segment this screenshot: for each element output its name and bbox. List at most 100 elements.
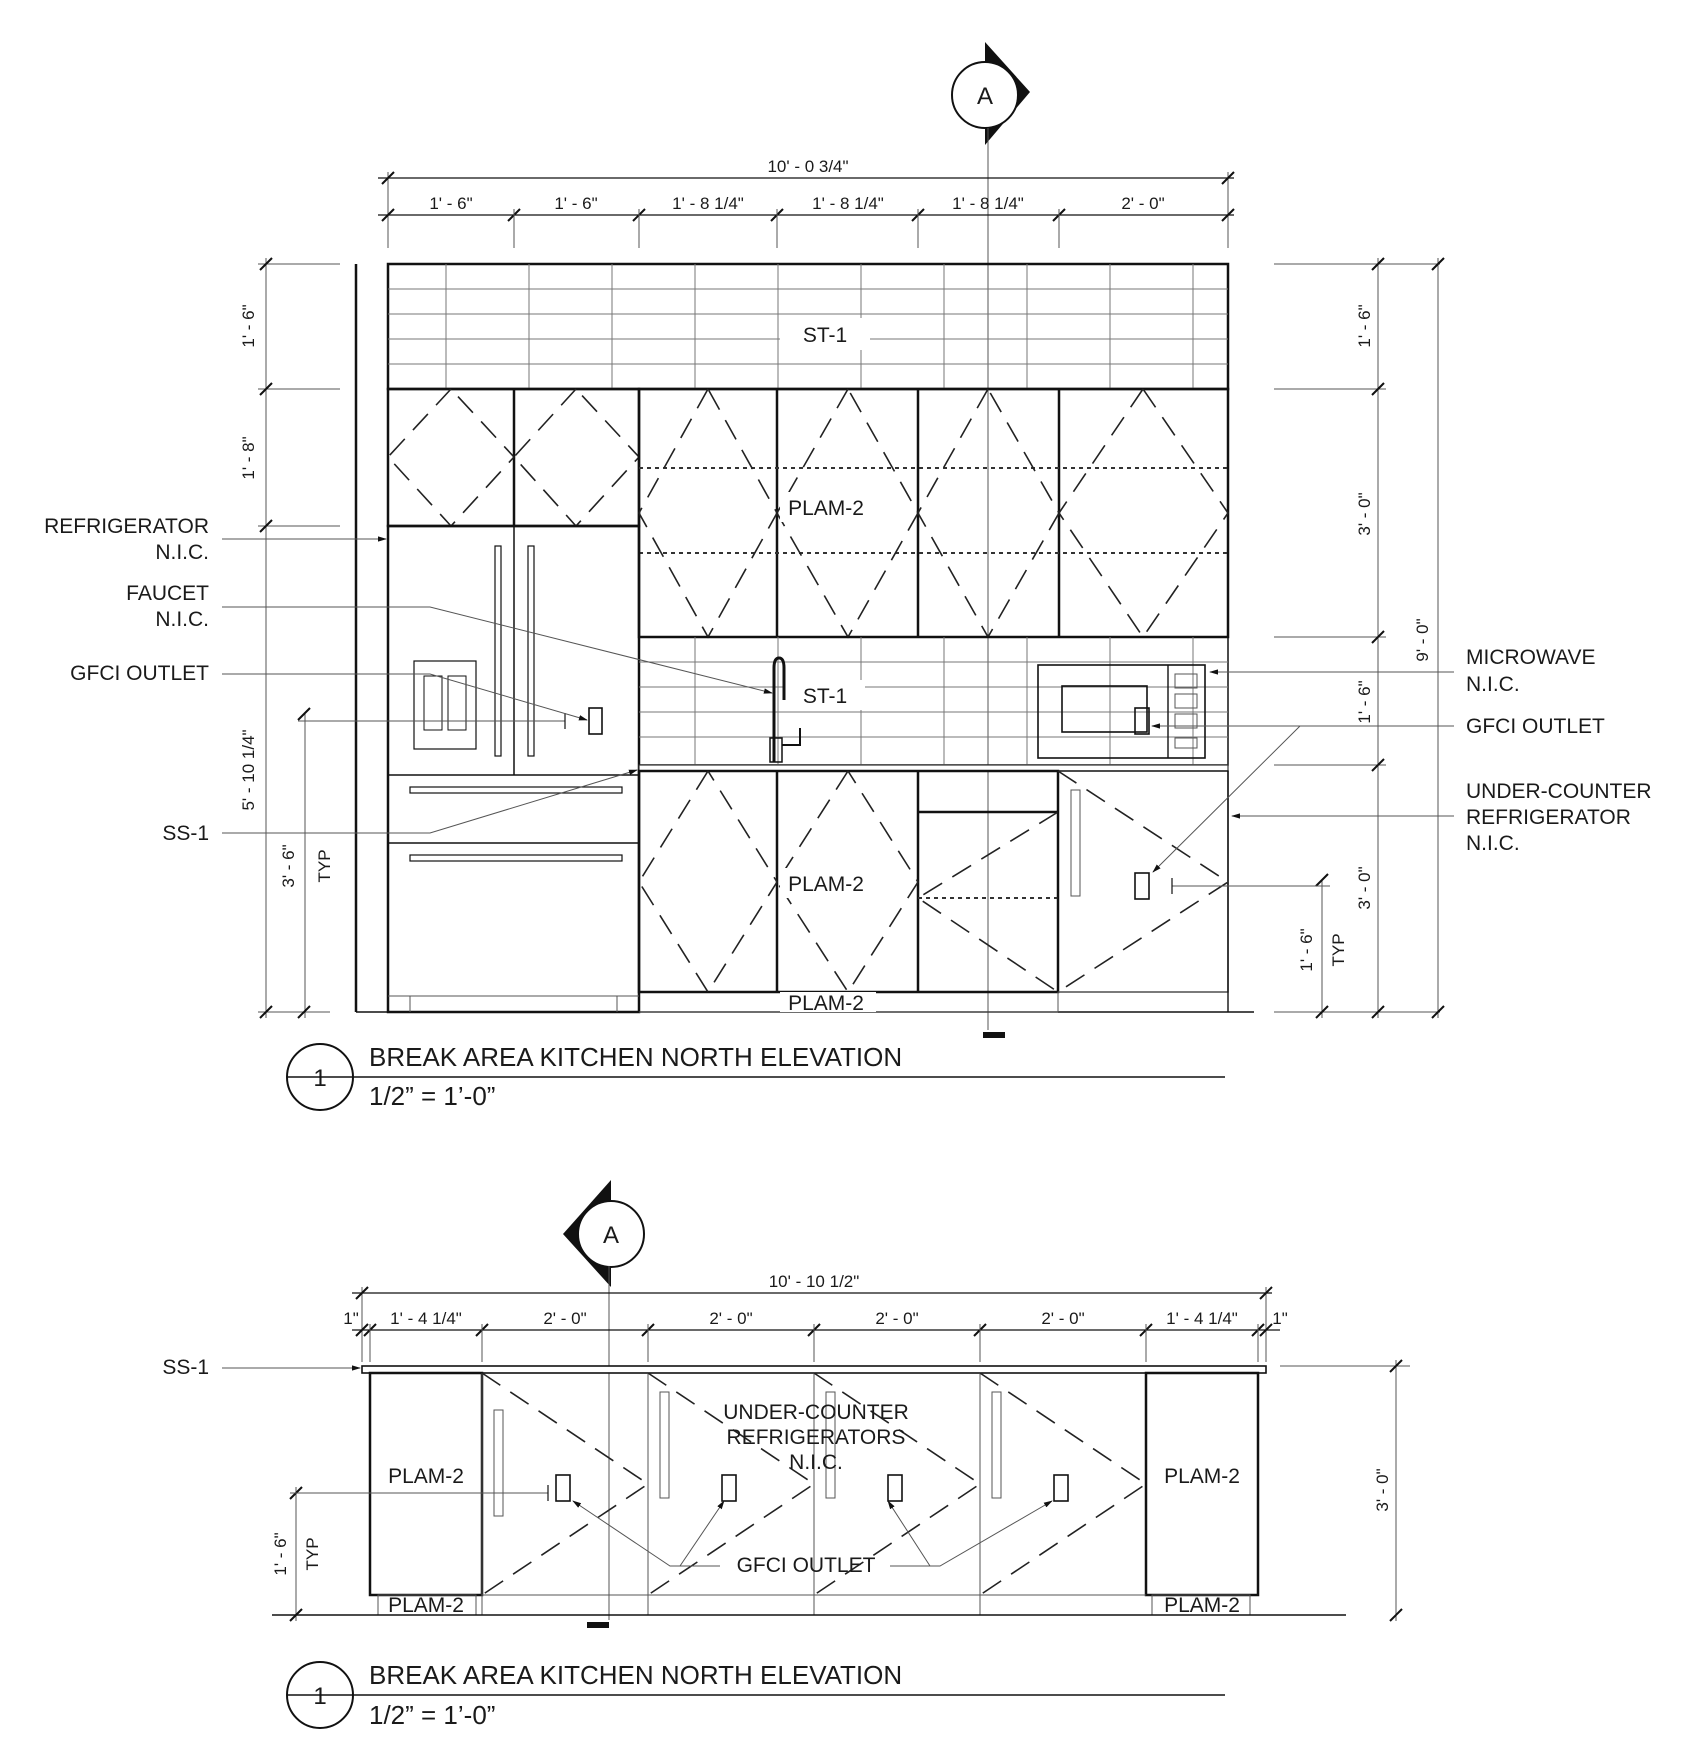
gfci-callout-right: GFCI OUTLET [1466, 715, 1605, 738]
gfci-outlet [887, 1474, 903, 1502]
top-elevation: A 10' - 0 3/4" [44, 42, 1652, 1111]
ucr-callout-1: UNDER-COUNTER [1466, 780, 1652, 803]
scale-text: 1/2” = 1’-0” [369, 1700, 495, 1730]
ucr-callout-3: N.I.C. [1466, 832, 1520, 855]
gfci-outlet [555, 1474, 571, 1502]
segment-dim: 2' - 0" [875, 1309, 918, 1328]
left-typ: TYP [315, 849, 334, 882]
section-marker-bottom: A [563, 1180, 645, 1628]
ucr-label-2: REFRIGERATORS [727, 1426, 906, 1449]
plam-base-left-label: PLAM-2 [388, 1594, 464, 1617]
right-dimensions-bottom: 3' - 0" [1280, 1359, 1410, 1622]
under-counter-refrigerators: UNDER-COUNTER REFRIGERATORS N.I.C. GFCI … [481, 1372, 1148, 1615]
segment-dim: 1' - 6" [429, 194, 472, 213]
left-dim: 5' - 10 1/4" [239, 729, 258, 810]
overall-dimension-bottom: 10' - 10 1/2" [352, 1272, 1273, 1362]
segment-dim: 1' - 6" [554, 194, 597, 213]
segment-dim: 1' - 8 1/4" [812, 194, 884, 213]
ucr-callout-2: REFRIGERATOR [1466, 806, 1631, 829]
microwave-callout-1: MICROWAVE [1466, 646, 1596, 669]
segment-dim: 2' - 0" [543, 1309, 586, 1328]
right-dim: 3' - 0" [1355, 492, 1374, 535]
st1-backsplash-label: ST-1 [803, 685, 847, 708]
gfci-outlet [1053, 1474, 1069, 1502]
right-callouts-top: MICROWAVE N.I.C. GFCI OUTLET UNDER-COUNT… [1151, 646, 1652, 873]
gfci-outlet-ucr [1134, 872, 1150, 900]
microwave [1037, 664, 1206, 759]
segment-dim: 1" [1272, 1309, 1288, 1328]
segment-dimensions-top: 1' - 6" 1' - 6" 1' - 8 1/4" 1' - 8 1/4" … [378, 194, 1235, 248]
gfci-callout-left: GFCI OUTLET [70, 662, 209, 685]
plam-left-label: PLAM-2 [388, 1465, 464, 1488]
gfci-outlet-left [588, 707, 603, 735]
left-dim: 1' - 8" [239, 436, 258, 479]
end-cabinet-right: PLAM-2 PLAM-2 [1144, 1371, 1260, 1617]
under-counter-refrigerator [1057, 770, 1230, 1012]
left-dimensions-bottom: SS-1 1' - 6" TYP [162, 1356, 549, 1622]
microwave-callout-2: N.I.C. [1466, 673, 1520, 696]
left-dim: 1' - 6" [271, 1532, 290, 1575]
ucr-label-3: N.I.C. [789, 1451, 843, 1474]
faucet [769, 656, 801, 763]
segment-dim: 1' - 8 1/4" [952, 194, 1024, 213]
plam-base-label: PLAM-2 [788, 992, 864, 1015]
right-dim: 3' - 0" [1355, 866, 1374, 909]
segment-dim: 1' - 4 1/4" [1166, 1309, 1238, 1328]
plam-lower-label: PLAM-2 [788, 873, 864, 896]
title-block-bottom: 1 BREAK AREA KITCHEN NORTH ELEVATION 1/2… [286, 1660, 1225, 1730]
faucet-callout-1: FAUCET [126, 582, 209, 605]
end-cabinet-left: PLAM-2 PLAM-2 [368, 1371, 484, 1617]
faucet-callout-2: N.I.C. [155, 608, 209, 631]
gfci-outlet [721, 1474, 737, 1502]
ss1-callout: SS-1 [162, 1356, 209, 1379]
title-block-top: 1 BREAK AREA KITCHEN NORTH ELEVATION 1/2… [286, 1042, 1225, 1111]
overall-dimension-top: 10' - 0 3/4" [378, 157, 1235, 248]
right-typ: TYP [1329, 933, 1348, 966]
left-typ: TYP [303, 1537, 322, 1570]
ss1-callout: SS-1 [162, 822, 209, 845]
plam-upper-label: PLAM-2 [788, 497, 864, 520]
scale-text: 1/2” = 1’-0” [369, 1081, 495, 1111]
ucr-label-1: UNDER-COUNTER [723, 1401, 909, 1424]
section-marker-label: A [603, 1222, 619, 1249]
left-dim: 3' - 6" [279, 844, 298, 887]
bottom-elevation: A 10' - 10 1/2" [162, 1180, 1410, 1730]
refrigerator-callout-2: N.I.C. [155, 541, 209, 564]
lower-cabinets: PLAM-2 PLAM-2 [637, 769, 1060, 1015]
gfci-label: GFCI OUTLET [737, 1554, 876, 1577]
segment-dim: 2' - 0" [1121, 194, 1164, 213]
section-marker-label: A [977, 83, 993, 110]
plam-right-label: PLAM-2 [1164, 1465, 1240, 1488]
segment-dim: 1' - 8 1/4" [672, 194, 744, 213]
overall-width-label: 10' - 10 1/2" [769, 1272, 860, 1291]
left-dimensions-top: 1' - 6" 1' - 8" 5' - 10 1/4" 3' - 6" TYP [239, 257, 566, 1019]
title-text: BREAK AREA KITCHEN NORTH ELEVATION [369, 1660, 902, 1690]
segment-dimensions-bottom: 1" 1' - 4 1/4" 2' - 0" 2' - 0" 2' - 0" 2… [343, 1309, 1288, 1362]
refrigerator-callout-1: REFRIGERATOR [44, 515, 209, 538]
left-callouts-top: REFRIGERATOR N.I.C. FAUCET N.I.C. GFCI O… [44, 515, 773, 845]
left-dim: 1' - 6" [239, 304, 258, 347]
plam-base-right-label: PLAM-2 [1164, 1594, 1240, 1617]
segment-dim: 1" [343, 1309, 359, 1328]
st1-label: ST-1 [803, 324, 847, 347]
segment-dim: 2' - 0" [1041, 1309, 1084, 1328]
right-dim: 1' - 6" [1355, 304, 1374, 347]
right-dimensions-top: 1' - 6" 3' - 0" 1' - 6" 3' - 0" 9' - 0" … [1171, 257, 1445, 1019]
overall-width-label: 10' - 0 3/4" [767, 157, 848, 176]
st1-backsplash: ST-1 [638, 636, 1229, 766]
right-dim: 3' - 0" [1373, 1468, 1392, 1511]
gfci-outlet-microwave [1134, 707, 1150, 735]
right-dim: 9' - 0" [1413, 618, 1432, 661]
countertop-ss1 [361, 1365, 1267, 1374]
segment-dim: 2' - 0" [709, 1309, 752, 1328]
title-number: 1 [313, 1065, 326, 1092]
title-text: BREAK AREA KITCHEN NORTH ELEVATION [369, 1042, 902, 1072]
title-number: 1 [313, 1683, 326, 1710]
right-dim: 1' - 6" [1297, 928, 1316, 971]
section-marker-top: A [951, 42, 1030, 1038]
segment-dim: 1' - 4 1/4" [390, 1309, 462, 1328]
refrigerator [386, 524, 641, 1014]
st1-upper-tile-band: ST-1 [386, 262, 1230, 391]
right-dim: 1' - 6" [1355, 680, 1374, 723]
